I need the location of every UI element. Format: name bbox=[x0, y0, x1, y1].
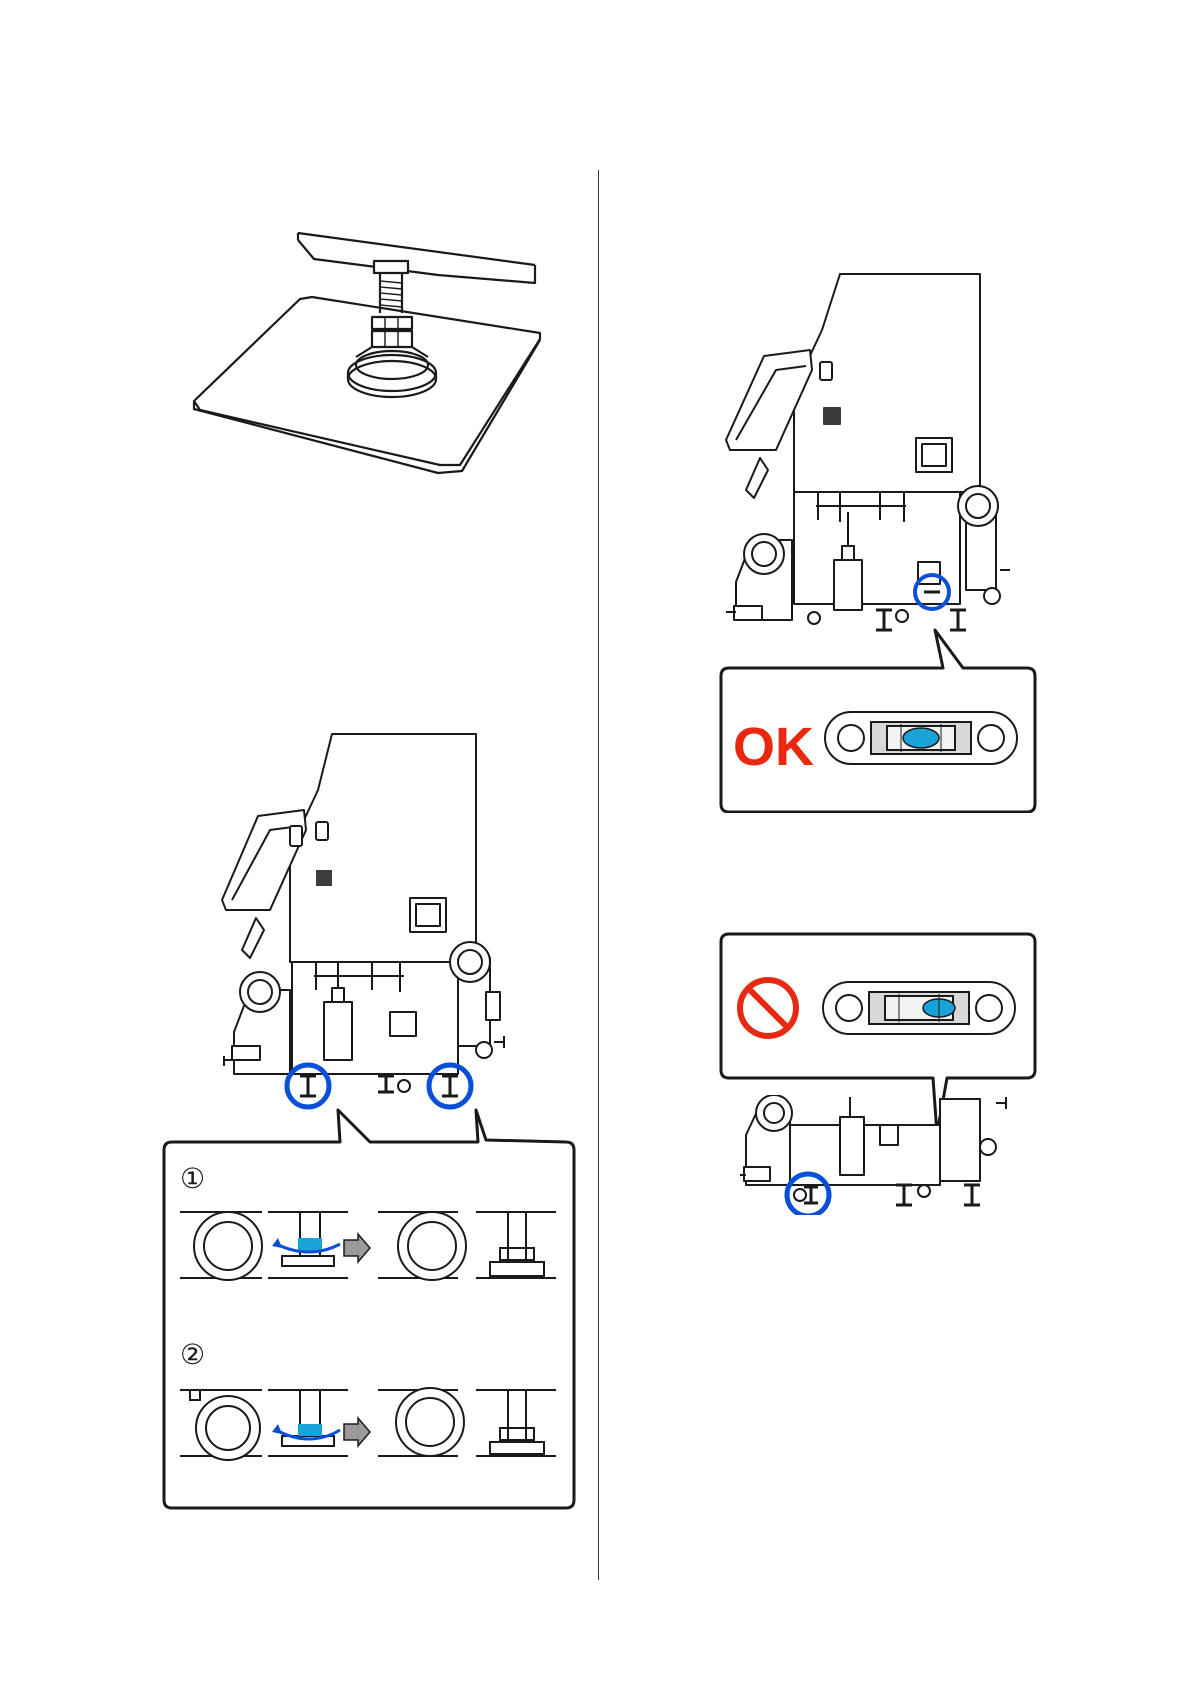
printer-bottom-ng-figure bbox=[740, 1095, 1030, 1215]
step-1-number: ① bbox=[180, 1163, 205, 1194]
ok-callout: OK bbox=[715, 628, 1040, 813]
ok-label: OK bbox=[733, 717, 814, 777]
leveling-foot-figure bbox=[190, 225, 550, 475]
column-divider bbox=[598, 170, 599, 1580]
adjustment-steps-callout: ① ② bbox=[160, 1108, 580, 1512]
step-2-number: ② bbox=[180, 1339, 205, 1370]
printer-feet-figure bbox=[220, 730, 520, 1110]
printer-level-ok-figure bbox=[690, 270, 1020, 640]
